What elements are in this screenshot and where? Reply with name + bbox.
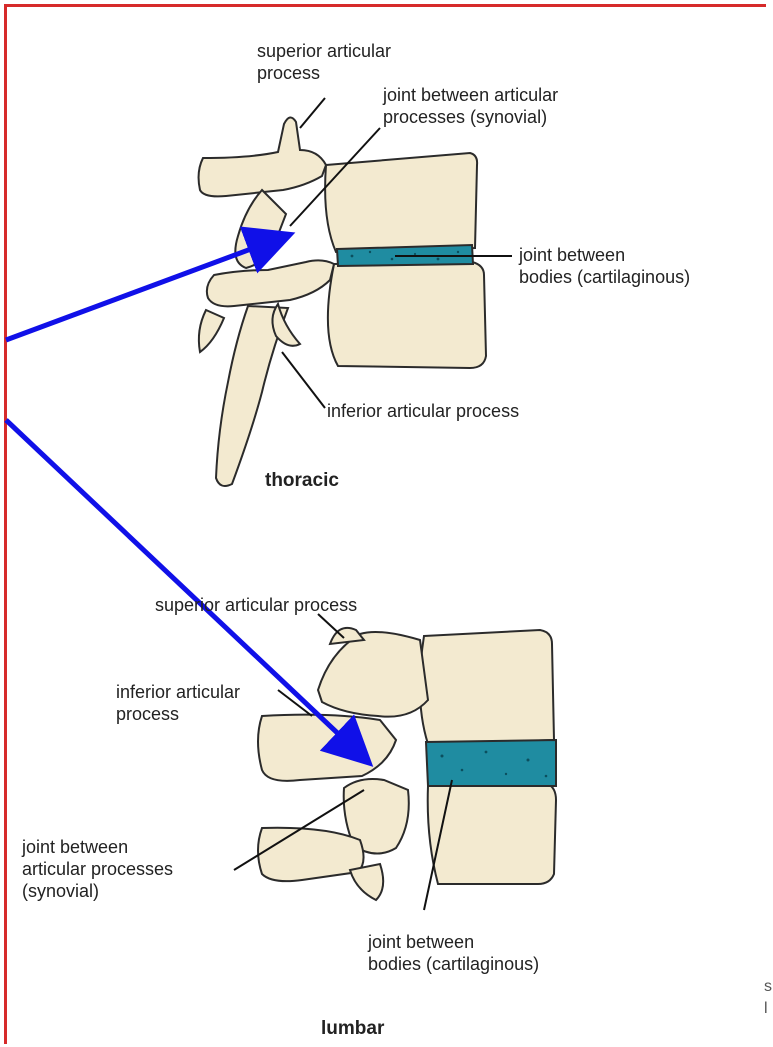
thoracic-lower-process <box>207 260 334 306</box>
lumbar-inferior-articular-label: inferior articular process <box>116 681 240 725</box>
lumbar-superior-articular-label: superior articular process <box>155 594 357 616</box>
thoracic-vertebrae <box>199 117 486 486</box>
thoracic-joint-articular-label: joint between articular processes (synov… <box>383 84 558 128</box>
thoracic-lower-body <box>328 262 486 368</box>
lumbar-upper-process <box>318 632 428 717</box>
thoracic-spur <box>199 310 224 352</box>
thoracic-pedicle <box>235 190 286 268</box>
thoracic-joint-bodies-label: joint between bodies (cartilaginous) <box>519 244 690 288</box>
lumbar-upper-body <box>420 630 554 744</box>
lumbar-caption: lumbar <box>321 1018 384 1040</box>
lumbar-joint-articular-label: joint between articular processes (synov… <box>22 836 173 902</box>
lumbar-joint-bodies-label: joint between bodies (cartilaginous) <box>368 931 539 975</box>
thoracic-inferior-articular-label: inferior articular process <box>327 400 519 422</box>
lumbar-lower-spur <box>350 864 383 900</box>
thoracic-upper-body <box>325 153 477 252</box>
cropped-edge-text: s l <box>764 976 773 1020</box>
lumbar-disc <box>426 740 556 786</box>
thoracic-upper-process <box>199 117 326 196</box>
lumbar-transverse-lower <box>258 828 364 881</box>
thoracic-superior-articular-label: superior articular process <box>257 40 391 84</box>
thoracic-caption: thoracic <box>265 470 339 492</box>
